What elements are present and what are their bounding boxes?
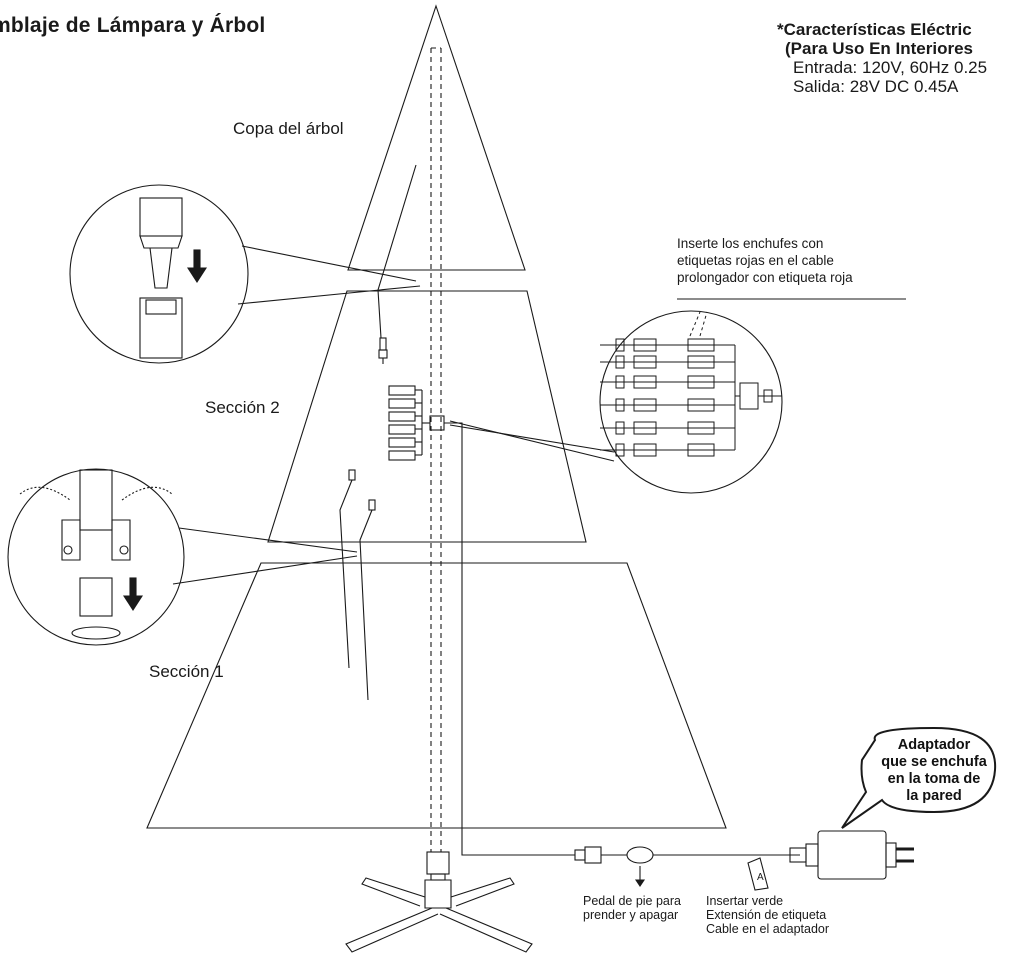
- tree-section-2: [267, 290, 587, 543]
- label-tree-top: Copa del árbol: [233, 119, 344, 138]
- label-section-2: Sección 2: [205, 398, 280, 417]
- zoom-bottom-joint: [7, 468, 185, 646]
- adapter-note: Adaptador que se enchufa en la toma de l…: [868, 737, 1000, 805]
- specs-heading: *Características Eléctric: [777, 20, 972, 39]
- specs-input: Entrada: 120V, 60Hz 0.25: [793, 58, 988, 77]
- note-line: la pared: [906, 788, 962, 804]
- tree-stand-icon: [345, 851, 533, 953]
- note-green: Insertar verde Extensión de etiqueta Cab…: [706, 894, 829, 936]
- note-line: prender y apagar: [583, 908, 679, 922]
- section1-wire-a: [339, 479, 353, 669]
- note-line: en la toma de: [887, 771, 981, 787]
- note-line: Inserte los enchufes con: [677, 236, 824, 251]
- note-pedal: Pedal de pie para prender y apagar: [583, 894, 681, 922]
- specs-output: Salida: 28V DC 0.45A: [793, 77, 959, 96]
- center-pole: [430, 47, 442, 852]
- foot-pedal-icon: [626, 846, 654, 864]
- arrow-down-icon: [186, 249, 208, 284]
- section1-plug-icon: [348, 469, 376, 511]
- zoom-bottom-joint-detail: [19, 469, 173, 640]
- top-plug-icon: [378, 337, 388, 364]
- plug-icon: [574, 846, 602, 864]
- page-title: mblaje de Lámpara y Árbol: [0, 14, 266, 37]
- note-line: etiquetas rojas en el cable: [677, 253, 834, 268]
- tree-top-section: [347, 4, 526, 271]
- note-line: Extensión de etiqueta: [706, 908, 827, 922]
- zoom-top-joint-detail: [139, 197, 183, 359]
- adapter-bubble: [841, 726, 997, 829]
- electrical-specs: *Características Eléctric (Para Uso En I…: [777, 20, 987, 96]
- tree-section-1: [146, 562, 727, 829]
- note-line: que se enchufa: [881, 754, 987, 770]
- plug-tag-label: A: [757, 872, 764, 883]
- note-line: prolongador con etiqueta roja: [677, 270, 853, 285]
- note-line: Pedal de pie para: [583, 894, 681, 908]
- connector-cluster: [388, 385, 575, 856]
- top-wire: [377, 164, 417, 339]
- arrow-down-icon: [122, 577, 144, 612]
- zoom-connectors-detail: [600, 311, 782, 457]
- note-line: Cable en el adaptador: [706, 922, 830, 936]
- specs-subheading: (Para Uso En Interiores: [785, 39, 974, 58]
- label-section-1: Sección 1: [149, 662, 224, 681]
- note-red-plugs: Inserte los enchufes con etiquetas rojas…: [677, 235, 853, 286]
- note-line: Adaptador: [897, 737, 971, 753]
- section1-wire-b: [359, 509, 373, 701]
- note-line: Insertar verde: [706, 894, 784, 908]
- zoom-top-joint: [69, 184, 249, 364]
- adapter-icon: [817, 830, 887, 880]
- zoom-connectors: [599, 310, 783, 494]
